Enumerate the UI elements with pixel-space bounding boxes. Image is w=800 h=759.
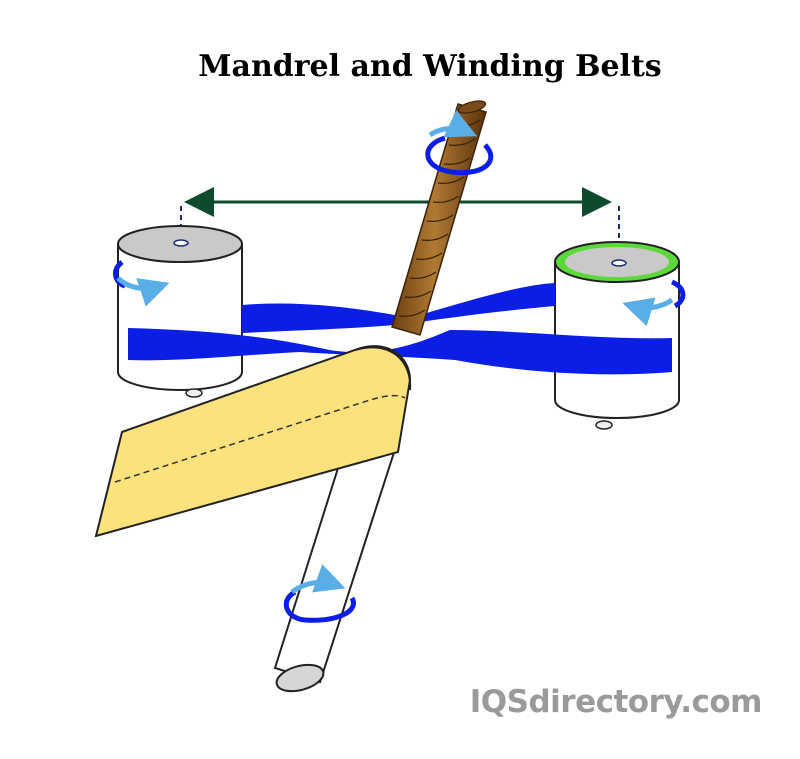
rotation-arrow-tube-icon [425, 110, 494, 176]
wound-tube [391, 100, 487, 336]
left-pulley [117, 225, 243, 398]
rotation-arrow-left-pulley-icon [113, 260, 170, 307]
rotation-arrow-mandrel-icon [283, 564, 356, 623]
right-pulley-hub [611, 259, 627, 267]
diagram-title: Mandrel and Winding Belts [198, 49, 661, 84]
watermark: IQSdirectory.com [470, 684, 762, 720]
upper-belt [242, 283, 555, 333]
winding-belts [128, 283, 672, 375]
rotation-arrow-right-pulley-icon [622, 279, 686, 327]
left-pulley-hub [173, 239, 189, 247]
mandrel-end-cap [275, 663, 325, 693]
paper-strip [94, 345, 412, 538]
right-pulley [554, 241, 680, 430]
lower-belt [128, 328, 672, 375]
